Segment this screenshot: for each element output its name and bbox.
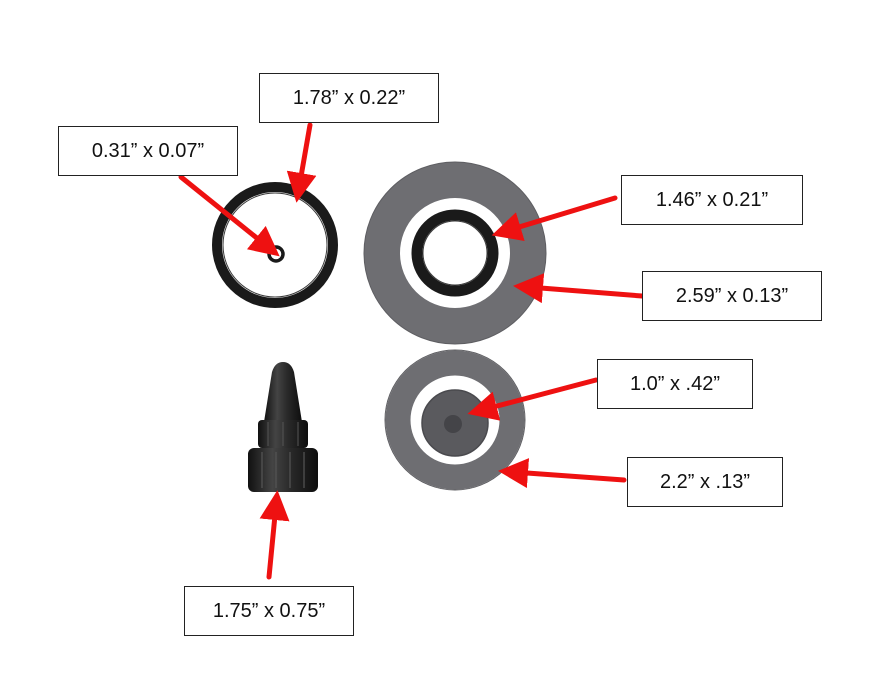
arrows (178, 122, 645, 580)
large-oring (212, 182, 338, 308)
arrow-center-disc (467, 377, 599, 421)
label-inner-oring: 1.46” x 0.21” (621, 175, 803, 225)
top-gasket (363, 161, 547, 345)
label-nozzle: 1.75” x 0.75” (184, 586, 354, 636)
label-nozzle-text: 1.75” x 0.75” (212, 599, 326, 622)
small-oring (267, 245, 285, 263)
center-disc (421, 389, 489, 457)
nozzle (248, 362, 318, 492)
label-inner-oring-text: 1.46” x 0.21” (655, 188, 769, 211)
label-outer-gasket-bottom: 2.2” x .13” (627, 457, 783, 507)
arrow-nozzle (259, 490, 290, 580)
label-outer-gasket-bottom-text: 2.2” x .13” (659, 470, 751, 493)
label-small-oring: 0.31” x 0.07” (58, 126, 238, 176)
arrow-outer-gasket-bottom (498, 458, 627, 489)
label-large-oring-text: 1.78” x 0.22” (292, 86, 406, 109)
arrow-large-oring (286, 122, 317, 203)
bottom-gasket (384, 349, 526, 491)
inner-oring (411, 209, 499, 297)
arrow-inner-oring (491, 195, 618, 242)
label-large-oring: 1.78” x 0.22” (259, 73, 439, 123)
arrow-small-oring (178, 174, 280, 257)
label-center-disc-text: 1.0” x .42” (629, 372, 721, 395)
label-outer-gasket-top-text: 2.59” x 0.13” (675, 284, 789, 307)
label-outer-gasket-top: 2.59” x 0.13” (642, 271, 822, 321)
arrow-outer-gasket-top (513, 273, 645, 304)
label-center-disc: 1.0” x .42” (597, 359, 753, 409)
label-small-oring-text: 0.31” x 0.07” (91, 139, 205, 162)
